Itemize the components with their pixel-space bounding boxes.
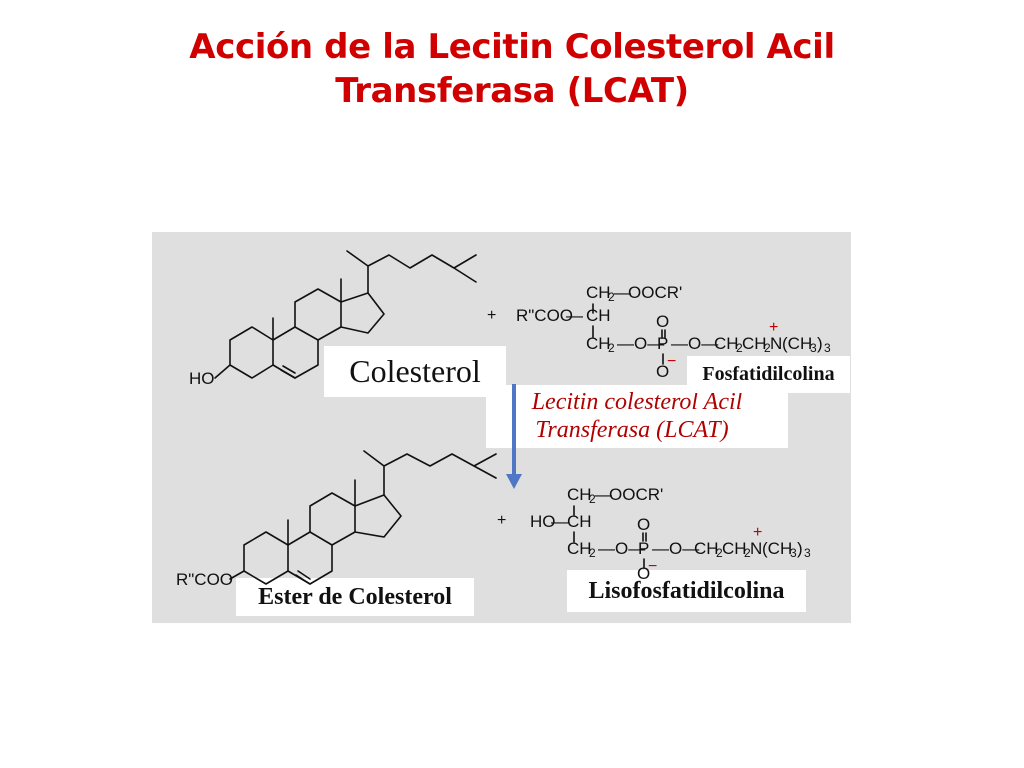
bottom-ch2-bottom-label: CH xyxy=(567,539,592,558)
bottom-plus-charge: + xyxy=(753,524,762,541)
colesterol-label: Colesterol xyxy=(324,346,506,397)
ester-side-chain xyxy=(363,450,497,496)
top-plus-charge: + xyxy=(769,319,778,336)
bottom-p-label: P xyxy=(638,539,649,558)
top-ch2-bottom-sub: 2 xyxy=(608,341,615,355)
bottom-o2-label: —O— xyxy=(652,539,699,558)
enzyme-label-box xyxy=(486,385,788,448)
ester-rcoo-text: R"COO xyxy=(176,570,233,589)
fosfatidilcolina-label: Fosfatidilcolina xyxy=(687,356,850,393)
ester-double-bond xyxy=(295,574,311,585)
bottom-o1-label: —O— xyxy=(598,539,645,558)
bottom-ch2-label: CH xyxy=(567,485,592,504)
top-chain-sub-1: 2 xyxy=(736,341,743,355)
top-n-label: N xyxy=(770,334,782,353)
cholesterol-ring-a xyxy=(229,326,274,379)
title-line-1: Acción de la Lecitin Colesterol Acil xyxy=(189,27,835,67)
lisofosfatidilcolina-label: Lisofosfatidilcolina xyxy=(567,570,806,612)
top-chain-label-1: CH xyxy=(714,334,739,353)
bottom-ch3-sub: 3 xyxy=(790,546,797,560)
enzyme-label-line-1: Lecitin colesterol Acil xyxy=(531,389,743,415)
cholesterol-structure: HO xyxy=(189,250,477,388)
cholesterol-ring-c xyxy=(294,288,342,341)
slide-title: Acción de la Lecitin Colesterol Acil Tra… xyxy=(0,26,1024,113)
cholesterol-ester-structure: R"COO xyxy=(176,450,497,589)
top-p-label: P xyxy=(657,334,668,353)
cholesterol-ring-b xyxy=(272,326,319,379)
top-o-top: O xyxy=(656,312,669,331)
enzyme-label: Lecitin colesterol Acil Transferasa (LCA… xyxy=(486,388,788,444)
cholesterol-side-chain xyxy=(346,250,477,294)
top-minus-charge: − xyxy=(667,353,676,370)
bottom-o-bottom: O xyxy=(637,564,650,583)
bottom-minus-charge: − xyxy=(648,558,657,575)
enzyme-label-line-2: Transferasa (LCAT) xyxy=(535,417,729,443)
top-rcoo-label: R"COO xyxy=(516,306,573,325)
bottom-ho-label: HO xyxy=(530,512,556,531)
cholesterol-ring-d xyxy=(340,292,385,334)
top-ch3-close: ) xyxy=(817,334,823,353)
reaction-arrow xyxy=(506,384,522,489)
bottom-chain-sub-1: 2 xyxy=(716,546,723,560)
bottom-n-label: N xyxy=(750,539,762,558)
reaction-plus-top: + xyxy=(487,307,496,324)
top-dash-1: — xyxy=(614,283,631,302)
ester-de-colesterol-label: Ester de Colesterol xyxy=(236,578,474,616)
ester-ring-c xyxy=(309,492,356,546)
top-o-bottom: O xyxy=(656,362,669,381)
top-oocr-label: OOCR' xyxy=(628,283,682,302)
bottom-dash-ho: — xyxy=(551,512,568,531)
phospholipid-structure: + CH 2 — OOCR' R"COO — CH CH 2 —O— P —O—… xyxy=(487,283,831,381)
reaction-arrowhead xyxy=(506,474,522,489)
bottom-ch3-count: 3 xyxy=(804,546,811,560)
top-ch2-label: CH xyxy=(586,283,611,302)
ester-double-bond-inner xyxy=(297,570,311,580)
reaction-plus-bottom: + xyxy=(497,512,506,529)
top-chain-label-2: CH xyxy=(742,334,767,353)
top-o2-label: —O— xyxy=(671,334,718,353)
bottom-o-top: O xyxy=(637,515,650,534)
ester-bond-to-rcoo xyxy=(229,570,245,580)
top-o1-label: —O— xyxy=(617,334,664,353)
title-line-2: Transferasa (LCAT) xyxy=(335,70,689,111)
bottom-dash-1: — xyxy=(595,485,612,504)
ester-ring-b xyxy=(287,531,333,585)
top-ch-label: CH xyxy=(586,306,611,325)
top-ch3-label: (CH xyxy=(782,334,812,353)
cholesterol-double-bond-inner xyxy=(282,365,296,374)
top-ch3-count: 3 xyxy=(824,341,831,355)
bottom-oocr-label: OOCR' xyxy=(609,485,663,504)
bottom-chain-label-2: CH xyxy=(722,539,747,558)
top-dash-2: — xyxy=(566,306,583,325)
bottom-ch3-label: (CH xyxy=(762,539,792,558)
top-ch2-sub: 2 xyxy=(608,290,615,304)
bottom-ch2-sub: 2 xyxy=(589,492,596,506)
cholesterol-double-bond xyxy=(280,369,296,379)
top-ch3-sub: 3 xyxy=(810,341,817,355)
bottom-chain-label-1: CH xyxy=(694,539,719,558)
bottom-chain-sub-2: 2 xyxy=(744,546,751,560)
bottom-ch3-close: ) xyxy=(797,539,803,558)
lisophospholipid-structure: + CH 2 — OOCR' HO — CH CH 2 —O— P —O— CH… xyxy=(497,485,811,583)
ester-ring-d xyxy=(354,494,402,538)
bottom-ch-label: CH xyxy=(567,512,592,531)
top-chain-sub-2: 2 xyxy=(764,341,771,355)
ester-ring-a xyxy=(243,531,289,585)
top-ch2-bottom-label: CH xyxy=(586,334,611,353)
ho-text: HO xyxy=(189,369,215,388)
cholesterol-ho-bond xyxy=(214,364,231,379)
bottom-ch2-bottom-sub: 2 xyxy=(589,546,596,560)
